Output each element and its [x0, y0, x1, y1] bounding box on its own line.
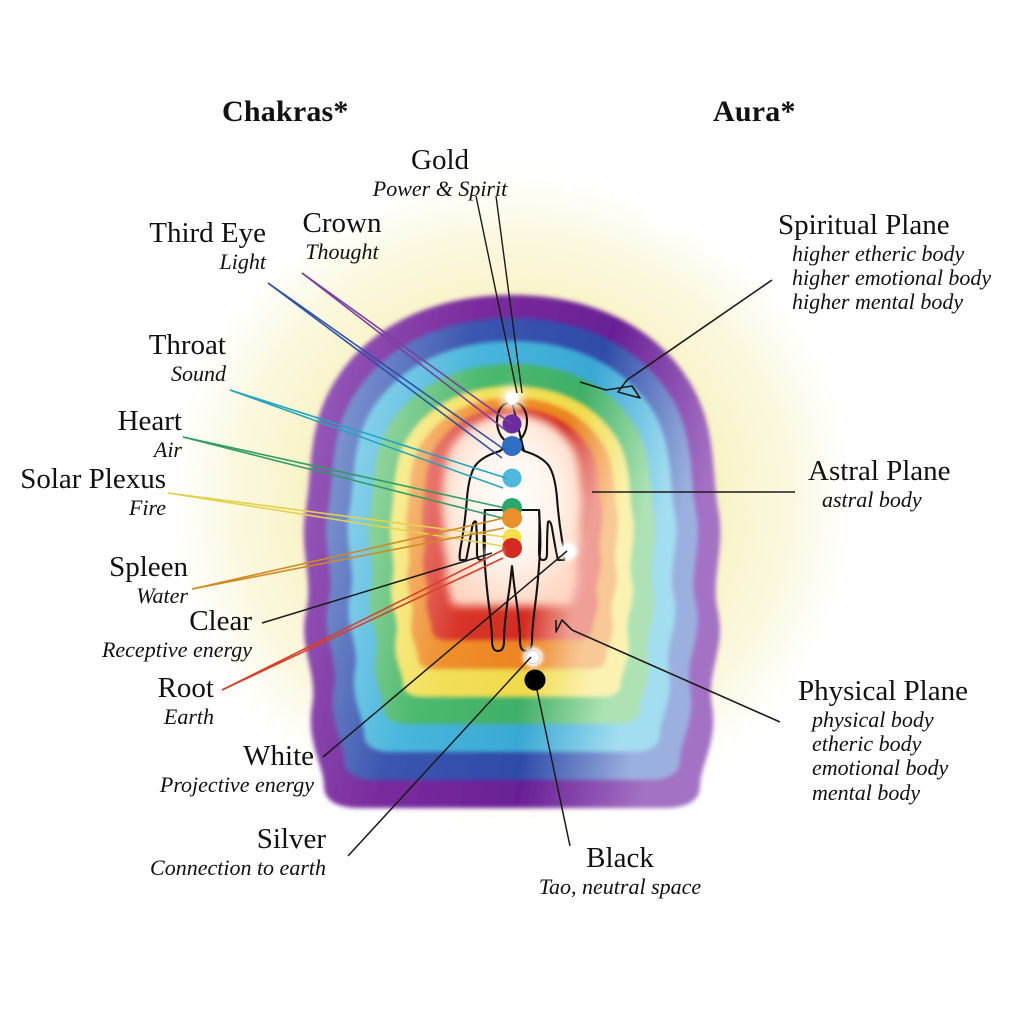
leader-third-eye-b: [267, 282, 503, 459]
leader-throat-a: [229, 389, 507, 479]
chakra-dot-third-eye: [502, 436, 522, 456]
label-spiritual-plane-sub-0: higher etheric body: [792, 240, 965, 266]
label-astral-plane-sub-0: astral body: [822, 486, 922, 512]
leader-root-a: [221, 548, 506, 691]
label-heart: Heart Air: [40, 406, 182, 461]
leader-gold-b: [495, 195, 523, 394]
chakra-dot-hand-right: [561, 544, 575, 558]
label-gold-subtitle: Power & Spirit: [372, 175, 508, 201]
leader-spiritual-main: [626, 279, 773, 381]
label-physical-plane: Physical Plane physical body etheric bod…: [798, 676, 968, 804]
label-root-subtitle: Earth: [163, 703, 214, 729]
label-spleen-title: Spleen: [109, 551, 188, 583]
label-physical-plane-title: Physical Plane: [798, 675, 968, 707]
label-root: Root Earth: [72, 673, 214, 728]
label-clear: Clear Receptive energy: [56, 606, 252, 661]
header-chakras: Chakras*: [222, 95, 349, 128]
leader-silver: [347, 656, 532, 857]
label-silver: Silver Connection to earth: [100, 824, 326, 879]
label-crown-title: Crown: [302, 207, 382, 239]
leader-root-b: [221, 557, 504, 691]
label-physical-plane-sub-3: mental body: [812, 779, 921, 805]
chakra-dot-spleen-final: [502, 508, 522, 528]
leader-throat-b: [229, 389, 504, 489]
label-white: White Projective energy: [110, 741, 314, 796]
aura-leader-lines: [555, 279, 795, 723]
leader-gold-a: [475, 195, 518, 394]
leader-white: [322, 550, 568, 758]
label-gold: Gold Power & Spirit: [360, 145, 520, 200]
leader-physical-main: [571, 629, 781, 723]
label-solar-plexus: Solar Plexus Fire: [0, 464, 166, 519]
label-solar-plexus-subtitle: Fire: [128, 494, 166, 520]
label-black: Black Tao, neutral space: [512, 843, 728, 898]
chakra-dot-feet-silver: [526, 650, 540, 664]
leader-physical-hook: [555, 619, 573, 633]
label-spleen: Spleen Water: [38, 552, 188, 607]
label-throat: Throat Sound: [78, 330, 226, 385]
label-astral-plane-title: Astral Plane: [808, 455, 951, 487]
label-black-subtitle: Tao, neutral space: [538, 873, 702, 899]
label-spiritual-plane-sub-1: higher emotional body: [792, 265, 992, 291]
label-third-eye-subtitle: Light: [219, 248, 266, 274]
label-gold-title: Gold: [411, 144, 469, 176]
label-physical-plane-sub-0: physical body: [812, 706, 934, 732]
leader-spleen-b: [191, 527, 505, 590]
label-spiritual-plane: Spiritual Plane higher etheric body high…: [778, 210, 991, 314]
chakra-dot-crown-gold-core: [505, 391, 519, 405]
label-white-title: White: [243, 740, 314, 772]
leader-crown-a: [301, 272, 513, 425]
label-crown: Crown Thought: [282, 208, 402, 263]
label-silver-title: Silver: [256, 823, 326, 855]
leader-spiritual-hook: [579, 379, 641, 399]
chakra-leader-lines: [167, 195, 571, 857]
label-throat-title: Throat: [148, 329, 226, 361]
label-clear-subtitle: Receptive energy: [101, 636, 252, 662]
label-physical-plane-sub-2: emotional body: [812, 755, 949, 781]
leader-heart-b: [182, 436, 503, 519]
label-spiritual-plane-sub-2: higher mental body: [792, 289, 964, 315]
label-solar-plexus-title: Solar Plexus: [20, 463, 166, 495]
label-heart-title: Heart: [117, 405, 182, 437]
leader-heart-a: [182, 436, 506, 509]
leader-black: [536, 689, 571, 847]
leader-solar-a: [167, 492, 506, 538]
label-white-subtitle: Projective energy: [159, 771, 314, 797]
label-black-title: Black: [586, 842, 654, 874]
label-astral-plane: Astral Plane astral body: [808, 456, 951, 511]
label-silver-subtitle: Connection to earth: [150, 854, 326, 880]
leader-crown-b: [301, 272, 509, 433]
label-root-title: Root: [157, 672, 214, 704]
label-spleen-subtitle: Water: [136, 582, 188, 608]
leader-solar-b: [167, 492, 504, 547]
label-heart-subtitle: Air: [153, 436, 182, 462]
chakra-dot-throat: [502, 468, 522, 488]
leader-third-eye-a: [267, 282, 506, 451]
label-third-eye-title: Third Eye: [149, 217, 266, 249]
chakra-dot-black: [524, 669, 546, 691]
header-aura: Aura*: [713, 95, 796, 128]
label-third-eye: Third Eye Light: [98, 218, 266, 273]
label-throat-subtitle: Sound: [171, 360, 226, 386]
label-spiritual-plane-title: Spiritual Plane: [778, 209, 950, 241]
leader-clear: [261, 552, 493, 624]
leader-spleen-a: [191, 517, 505, 590]
label-crown-subtitle: Thought: [305, 238, 379, 264]
chakra-dot-root: [502, 538, 522, 558]
label-clear-title: Clear: [189, 605, 252, 637]
label-physical-plane-sub-1: etheric body: [812, 731, 922, 757]
